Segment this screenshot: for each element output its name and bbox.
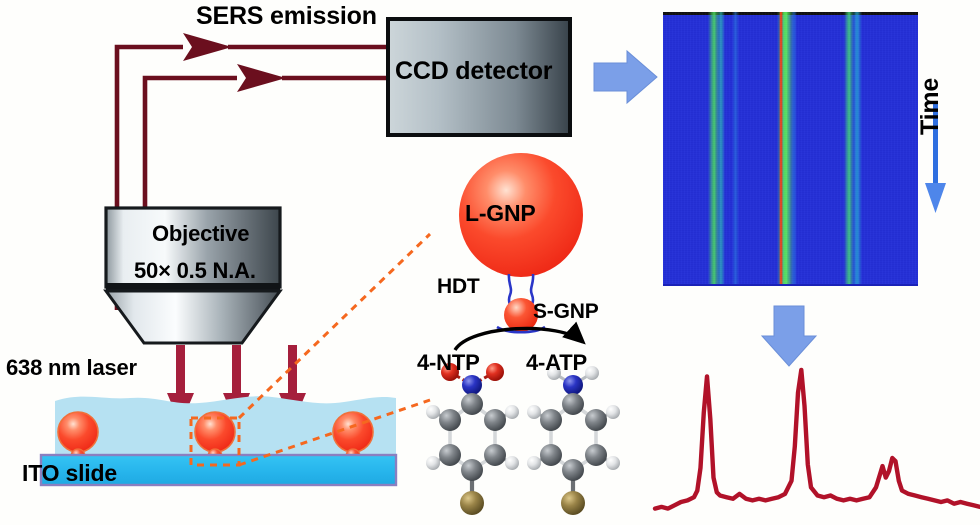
label-ito-slide: ITO slide bbox=[22, 460, 117, 486]
sers-spectrum-plot bbox=[652, 367, 980, 511]
label-sers-emission: SERS emission bbox=[196, 2, 377, 30]
atom-hydrogen bbox=[585, 366, 599, 380]
label-hdt: HDT bbox=[437, 275, 480, 298]
objective-lens bbox=[103, 206, 283, 345]
heatmap-band bbox=[843, 12, 854, 286]
label-time-axis: Time bbox=[916, 77, 944, 135]
atom-carbon bbox=[540, 409, 562, 431]
atom-hydrogen bbox=[606, 405, 620, 419]
atom-carbon bbox=[484, 409, 506, 431]
atom-carbon bbox=[562, 459, 584, 481]
atom-carbon bbox=[585, 409, 607, 431]
atom-carbon bbox=[461, 393, 483, 415]
reaction-arrow bbox=[453, 321, 586, 352]
atom-hydrogen bbox=[527, 405, 541, 419]
label-laser: 638 nm laser bbox=[6, 355, 137, 380]
molecule-4-atp bbox=[527, 366, 620, 515]
heatmap-band bbox=[790, 12, 798, 286]
atom-sulfur bbox=[561, 491, 585, 515]
time-axis-arrow bbox=[925, 102, 946, 213]
time-series-heatmap bbox=[663, 12, 918, 286]
label-ccd-detector: CCD detector bbox=[395, 57, 553, 85]
atom-sulfur bbox=[460, 491, 484, 515]
atom-hydrogen bbox=[426, 405, 440, 419]
atom-hydrogen bbox=[606, 456, 620, 470]
flow-arrow-to-heatmap bbox=[593, 49, 658, 105]
ito-slide-substrate bbox=[39, 453, 398, 487]
heatmap-band bbox=[731, 12, 740, 286]
label-4-ntp: 4-NTP bbox=[417, 350, 480, 375]
label-s-gnp: S-GNP bbox=[533, 300, 599, 323]
label-objective-spec: 50× 0.5 N.A. bbox=[134, 258, 256, 283]
heatmap-band bbox=[852, 12, 862, 286]
atom-carbon bbox=[439, 444, 461, 466]
flow-arrow-to-spectrum bbox=[760, 305, 818, 367]
atom-carbon bbox=[484, 444, 506, 466]
atom-oxygen bbox=[441, 363, 459, 381]
atom-hydrogen bbox=[505, 405, 519, 419]
atom-carbon bbox=[461, 459, 483, 481]
signal-arrowheads bbox=[183, 33, 286, 92]
atom-nitrogen bbox=[563, 375, 583, 395]
label-l-gnp: L-GNP bbox=[465, 200, 536, 226]
atom-oxygen bbox=[486, 363, 504, 381]
large-gold-nanoparticle bbox=[459, 153, 583, 277]
atom-hydrogen bbox=[505, 456, 519, 470]
atom-hydrogen bbox=[426, 456, 440, 470]
label-objective: Objective bbox=[152, 221, 250, 246]
callout-dashed-lines bbox=[237, 232, 432, 467]
heatmap-band bbox=[779, 12, 784, 286]
heatmap-bottom-edge bbox=[663, 284, 918, 286]
atom-carbon bbox=[540, 444, 562, 466]
atom-nitrogen bbox=[462, 375, 482, 395]
atom-carbon bbox=[562, 393, 584, 415]
atom-hydrogen bbox=[547, 366, 561, 380]
ccd-detector-box bbox=[386, 17, 572, 137]
signal-path-stubs bbox=[228, 44, 388, 81]
label-4-atp: 4-ATP bbox=[526, 350, 587, 375]
atom-hydrogen bbox=[527, 456, 541, 470]
heatmap-noise-texture bbox=[663, 12, 918, 286]
heatmap-band bbox=[716, 12, 725, 286]
atom-carbon bbox=[585, 444, 607, 466]
zoom-selection-box bbox=[189, 416, 241, 467]
atom-carbon bbox=[439, 409, 461, 431]
molecule-4-ntp bbox=[426, 363, 519, 515]
heatmap-band bbox=[708, 12, 720, 286]
